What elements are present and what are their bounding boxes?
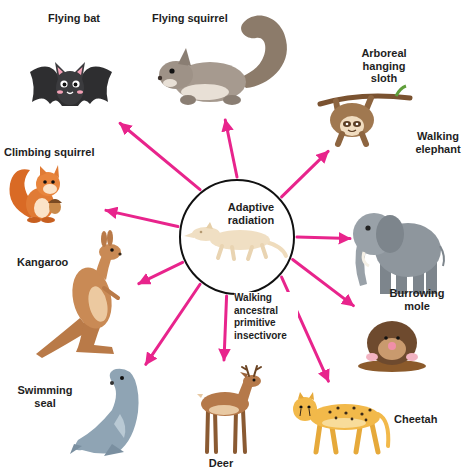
animal-label: Burrowing mole [385,287,449,312]
bat-figure [30,62,112,106]
radiation-arrow [120,123,200,189]
animal-label: Cheetah [394,413,437,426]
animal-node: Flying squirrel [150,10,292,118]
sloth-figure [320,86,410,144]
animal-label: Kangaroo [17,256,68,269]
radiation-arrow [293,259,354,305]
cheetah-figure [293,392,388,452]
animal-node: Swimming seal [12,366,154,458]
animal-label: Climbing squirrel [4,146,94,159]
animal-label: Flying bat [28,12,120,25]
flying-squirrel-figure [158,16,287,105]
seal-figure [70,369,139,456]
animal-node: Cheetah [290,383,442,465]
radiation-arrow [225,120,237,177]
animal-node: Kangaroo [15,222,137,362]
radiation-arrow [297,237,350,239]
center-circle: Adaptive radiation [179,179,295,295]
radiation-arrow [139,262,183,283]
animal-node: Burrowing mole [355,285,449,373]
radiation-arrow [224,296,227,360]
kangaroo-figure [36,230,122,358]
animal-label: Deer [178,457,264,470]
elephant-figure [353,213,444,294]
animal-node: Arboreal hanging sloth [318,45,415,150]
animal-node: Walking elephant [352,128,470,300]
radiation-arrow [106,210,178,226]
animal-node: Climbing squirrel [4,146,104,228]
animal-node: Deer [178,362,266,472]
ancestor-figure [184,222,286,259]
ancestor-label: Walking ancestral primitive insectivore [234,292,298,342]
mole-figure [358,321,426,372]
deer-figure [197,366,261,452]
radiation-arrow [146,284,200,364]
animal-label: Arboreal hanging sloth [353,47,415,85]
radiation-arrow [282,151,329,196]
animal-label: Flying squirrel [152,12,228,25]
title-text: Adaptive radiation [221,201,281,226]
climbing-squirrel-figure [9,165,62,223]
animal-label: Swimming seal [14,384,76,409]
animal-label: Walking elephant [408,130,468,155]
animal-node: Flying bat [28,10,122,122]
